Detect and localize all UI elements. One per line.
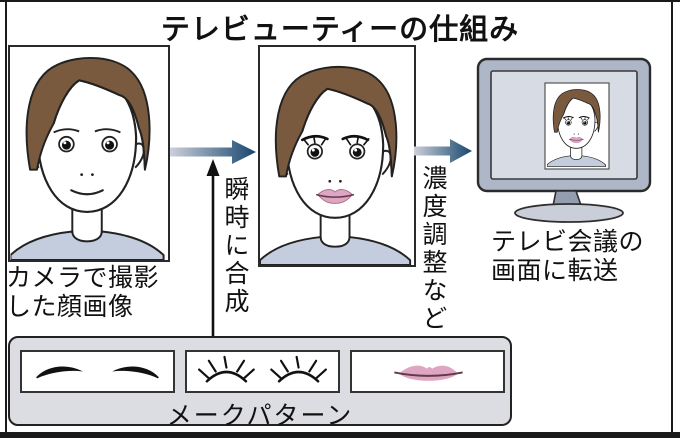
eyebrows-pattern-icon [36, 366, 159, 379]
eyelashes-pattern [185, 350, 340, 393]
output-caption-line2: 画面に転送 [491, 257, 619, 285]
pattern-up-arrow-icon [206, 159, 220, 336]
source-face-panel [8, 45, 170, 262]
makeup-face-illustration [260, 47, 414, 265]
makeup-pattern-tray: メークパターン [8, 336, 512, 430]
adjust-arrow-label: 濃度調整など [419, 165, 447, 333]
source-caption-line1: カメラで撮影 [6, 264, 160, 292]
video-conference-monitor [476, 57, 652, 223]
composite-arrow-icon [170, 140, 256, 164]
diagram-title: テレビューティーの仕組み [160, 14, 520, 46]
frame-top-border [0, 0, 680, 2]
plain-face-illustration [10, 47, 168, 260]
composite-arrow-label: 瞬時に合成 [221, 176, 249, 316]
makeup-pattern-label: メークパターン [166, 402, 354, 430]
output-caption: テレビ会議の 画面に転送 [491, 228, 676, 286]
output-caption-line1: テレビ会議の [491, 228, 645, 256]
frame-right-border [671, 0, 673, 433]
adjust-arrow-icon [414, 139, 472, 163]
eyebrows-pattern [20, 350, 175, 393]
frame-left-border [5, 0, 7, 433]
source-caption-line2: した顔画像 [6, 293, 134, 321]
lips-pattern-icon [394, 365, 463, 381]
frame-bottom-bar [0, 432, 680, 438]
eyelashes-pattern-icon [198, 355, 327, 383]
composited-face-panel [258, 45, 416, 267]
source-caption: カメラで撮影 した顔画像 [6, 264, 206, 322]
lips-pattern [350, 350, 505, 393]
